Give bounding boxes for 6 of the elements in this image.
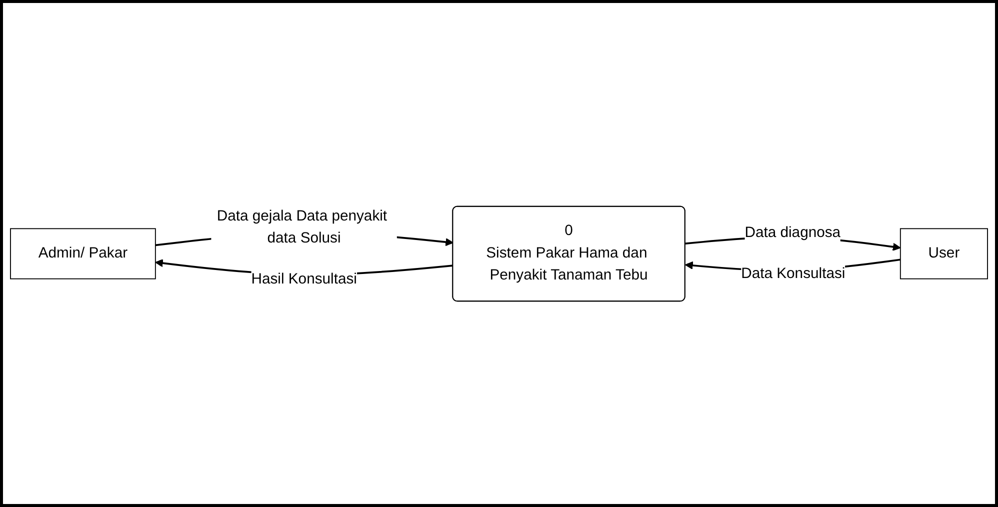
edge-label: Data Konsultasi: [741, 266, 846, 282]
node-box: Admin/ Pakar: [10, 228, 156, 280]
edge-label: Data diagnosa: [744, 225, 841, 241]
edge-label: Hasil Konsultasi: [251, 272, 357, 288]
node-box: User: [900, 228, 988, 280]
edge-label: Data gejala Data penyakit data Solusi: [216, 208, 388, 247]
